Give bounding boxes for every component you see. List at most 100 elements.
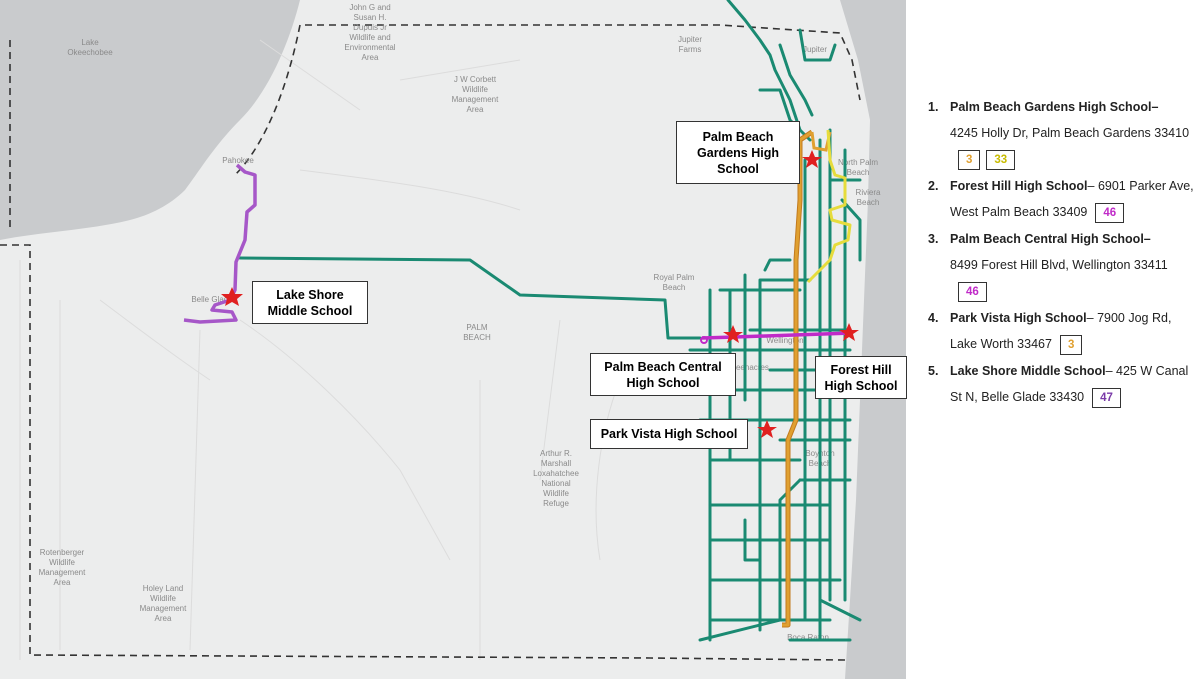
place-label-line: Jupiter [803, 45, 827, 54]
school-address: 4245 Holly Dr, Palm Beach Gardens 33410 [950, 126, 1190, 140]
school-separator: – [1086, 311, 1098, 325]
place-label-line: Wellington [766, 336, 803, 345]
place-label-line: Holey Land [143, 584, 183, 593]
place-label-line: Loxahatchee [533, 469, 579, 478]
place-label-line: Greenacres [727, 363, 769, 372]
place-label-line: Pahokee [222, 156, 254, 165]
marker-pbc-star [723, 325, 743, 343]
marker-parkvista-star [757, 420, 777, 438]
place-label-line: Farms [679, 45, 702, 54]
place-label-line: Environmental [344, 43, 395, 52]
place-label-greenacres: Greenacres [727, 363, 769, 372]
callout-palm-beach-gardens: Palm Beach Gardens High School [676, 121, 800, 184]
place-label-jupiter: Jupiter [803, 45, 827, 54]
route-badge: 33 [986, 149, 1016, 170]
place-label-line: National [541, 479, 571, 488]
place-label-line: Area [54, 578, 71, 587]
place-label-line: PALM [466, 323, 488, 332]
callout-forest-hill: Forest Hill High School [815, 356, 907, 399]
school-address: 425 W Canal St N, Belle Glade 33430 [950, 364, 1189, 404]
school-list-item: 1. Palm Beach Gardens High School– 4245 Ho… [928, 94, 1196, 172]
place-label-pahokee: Pahokee [222, 156, 254, 165]
atlantic-ocean [840, 0, 906, 679]
place-label-line: Riviera [856, 188, 881, 197]
school-number: 2. [928, 179, 939, 193]
marker-foresthill-star [839, 323, 859, 341]
place-label-line: Boca Raton [787, 633, 829, 642]
place-label-line: Royal Palm [654, 273, 695, 282]
route-badge: 46 [1095, 202, 1125, 223]
place-label-line: Management [140, 604, 187, 613]
lake-okeechobee-water [0, 0, 300, 240]
school-number: 1. [928, 100, 939, 114]
place-label-boca-raton: Boca Raton [787, 633, 829, 642]
place-label-belle-glade: Belle Glade [191, 295, 233, 304]
school-number: 3. [928, 232, 939, 246]
route-47-line [183, 163, 257, 324]
place-label-line: Wildlife and [349, 33, 390, 42]
route-badge: 3 [1059, 334, 1083, 355]
place-label-line: Management [452, 95, 499, 104]
place-label-line: Area [467, 105, 484, 114]
place-label-line: Lake [81, 38, 99, 47]
place-label-line: Area [155, 614, 172, 623]
school-separator: – [1087, 179, 1098, 193]
route-badge: 47 [1092, 387, 1121, 408]
place-label-line: Susan H. [354, 13, 387, 22]
school-number: 4. [928, 311, 939, 325]
place-label-line: Refuge [543, 499, 569, 508]
school-markers [221, 150, 859, 438]
school-list-item: 3.Palm Beach Central High School–8499 Fo… [928, 226, 1196, 304]
place-label-line: J W Corbett [454, 75, 497, 84]
school-list-item: 5. Lake Shore Middle School– 425 W Canal … [928, 358, 1196, 410]
place-label-line: BEACH [463, 333, 491, 342]
callout-lake-shore: Lake Shore Middle School [252, 281, 368, 324]
marker-lakeshore-star [221, 287, 243, 306]
school-name: Palm Beach Central High School– [950, 232, 1151, 246]
place-label-line: Marshall [541, 459, 571, 468]
school-list-item: 4.Park Vista High School– 7900 Jog Rd, L… [928, 305, 1196, 357]
place-label-line: Okeechobee [67, 48, 113, 57]
place-label-line: Beach [663, 283, 686, 292]
school-name: Park Vista High School [950, 311, 1087, 325]
place-label-line: Jupiter [678, 35, 702, 44]
school-name: Palm Beach Gardens High School– [950, 100, 1159, 114]
place-label-line: Wildlife [462, 85, 488, 94]
school-number: 5. [928, 364, 939, 378]
place-label-line: Wildlife [543, 489, 569, 498]
school-address: 6901 Parker Ave, West Palm Beach 33409 [950, 179, 1194, 219]
place-label-line: John G and [349, 3, 390, 12]
school-name: Lake Shore Middle School [950, 364, 1106, 378]
school-list: 1. Palm Beach Gardens High School– 4245 Ho… [928, 94, 1196, 411]
place-label-line: Beach [857, 198, 880, 207]
school-list-item: 2.Forest Hill High School– 6901 Parker A… [928, 173, 1196, 225]
background-roads [19, 39, 621, 660]
place-label-line: Management [39, 568, 86, 577]
place-label-line: North Palm [838, 158, 878, 167]
route-badge: 46 [958, 281, 987, 302]
place-label-wellington: Wellington [766, 336, 803, 345]
callout-palm-beach-central: Palm Beach Central High School [590, 353, 736, 396]
place-label-line: Area [362, 53, 379, 62]
route-33-line [806, 129, 852, 284]
place-label-line: Belle Glade [191, 295, 233, 304]
place-label-line: Arthur R. [540, 449, 572, 458]
marker-pbg-star [802, 150, 822, 168]
school-list-panel: 1. Palm Beach Gardens High School– 4245 Ho… [908, 0, 1200, 679]
place-label-line: Dupuis Jr [353, 23, 387, 32]
place-label-line: Rotenberger [40, 548, 85, 557]
school-separator: – [1105, 364, 1117, 378]
